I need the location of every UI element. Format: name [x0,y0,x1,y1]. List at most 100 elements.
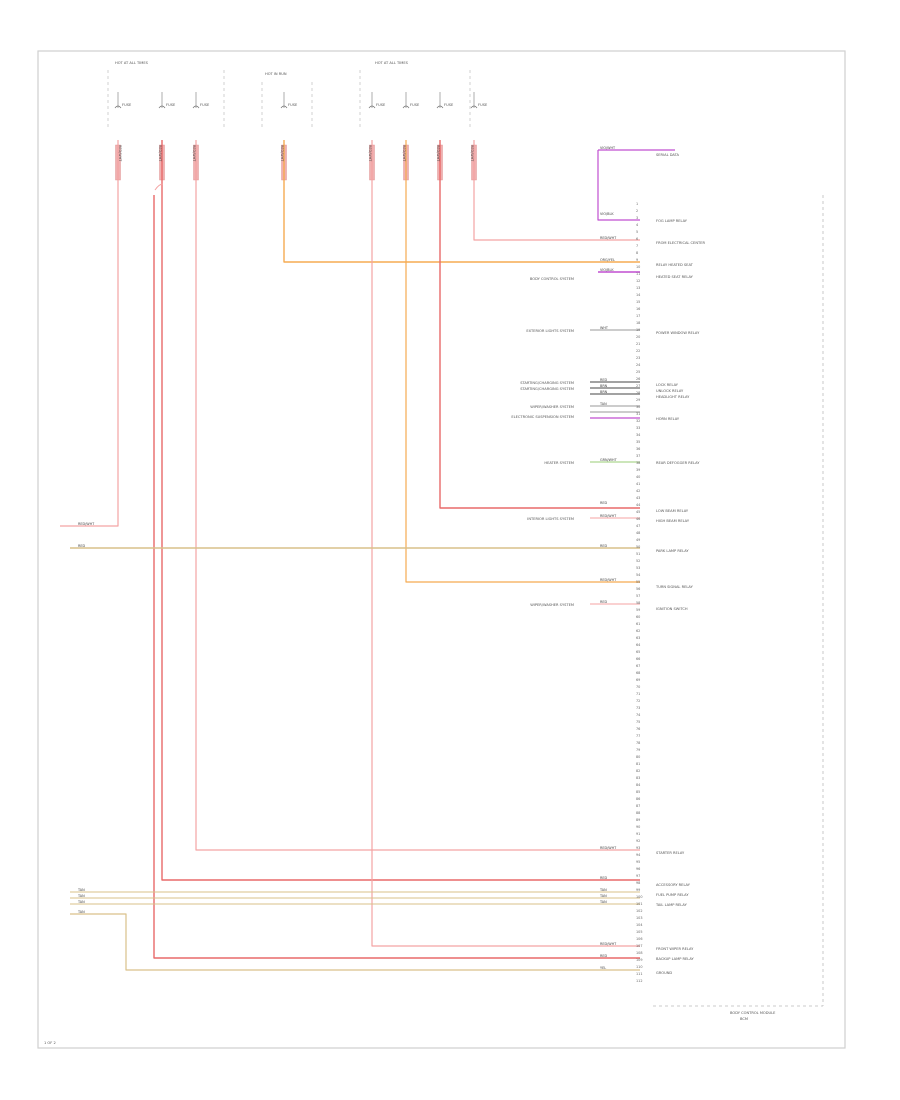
wire-color-tag-vertical: RED/WHT [470,145,474,162]
right-function-label: HEADLIGHT RELAY [656,395,690,399]
connector-pin: 73 [636,706,640,710]
connector-pin: 109 [636,958,642,962]
fuse-label: FUSE [200,103,210,107]
fuse-label: FUSE [478,103,488,107]
wire-color-tag-vertical: RED/WHT [402,145,406,162]
page-footer: 1 OF 2 [44,1041,56,1045]
wire-color-tag: TAN [599,888,607,892]
connector-pin: 48 [636,531,640,535]
connector-pin: 107 [636,944,642,948]
connector-pin: 78 [636,741,640,745]
fuse-label: FUSE [444,103,454,107]
connector-pin: 99 [636,888,640,892]
connector-pin: 59 [636,608,640,612]
right-function-label: FUEL PUMP RELAY [656,893,689,897]
connector-pin: 14 [636,293,640,297]
connector-pin: 3 [636,216,638,220]
connector-pin: 81 [636,762,640,766]
fuse-symbol [158,105,166,109]
wire-color-tag-vertical: RED/WHT [368,145,372,162]
fuse-symbol [280,105,288,109]
connector-pin: 64 [636,643,640,647]
connector-pin: 10 [636,265,640,269]
connector-pin: 100 [636,895,642,899]
connector-pin: 6 [636,237,638,241]
connector-pin: 33 [636,426,640,430]
wire-tan-4 [70,913,640,971]
connector-pin: 83 [636,776,640,780]
connector-pin: 19 [636,328,640,332]
fuse-label: FUSE [166,103,176,107]
connector-pin: 7 [636,244,638,248]
wire-color-tag: VIO/BLK [600,268,614,272]
wire-color-tag-vertical: RED/WHT [280,145,284,162]
connector-pin: 112 [636,979,642,983]
connector-pin: 92 [636,839,640,843]
connector-pin: 57 [636,594,640,598]
connector-pin: 27 [636,384,640,388]
connector-pin: 76 [636,727,640,731]
wire-color-tag-left: TAN [77,894,85,898]
connector-pin: 89 [636,818,640,822]
left-source-label: BODY CONTROL SYSTEM [530,277,574,281]
right-function-label: UNLOCK RELAY [656,389,684,393]
wire-color-tag-vertical: RED/WHT [436,145,440,162]
connector-pin: 43 [636,496,640,500]
connector-pin: 101 [636,902,642,906]
connector-pin: 20 [636,335,640,339]
wire-color-tag-left: TAN [77,900,85,904]
connector-pin: 2 [636,209,638,213]
wire-color-tag-left: TAN [77,910,85,914]
connector-pin: 15 [636,300,640,304]
connector-pin: 96 [636,867,640,871]
connector-pin: 82 [636,769,640,773]
fuse-group-3-label: HOT AT ALL TIMES [375,61,409,65]
connector-pin: 70 [636,685,640,689]
wire-color-tag: RED [600,954,607,958]
connector-pin: 45 [636,510,640,514]
right-function-label: LOW BEAM RELAY [656,509,689,513]
connector-pin: 75 [636,720,640,724]
connector-pin: 54 [636,573,640,577]
connector-pin: 72 [636,699,640,703]
wire-color-tag: RED/WHT [600,846,617,850]
connector-pin: 79 [636,748,640,752]
connector-pin: 80 [636,755,640,759]
fuse-label: FUSE [288,103,298,107]
wire-color-tag: YEL [600,966,606,970]
fuse-symbol [402,105,410,109]
wire-color-tag: BRN [600,384,608,388]
fuse-symbol [368,105,376,109]
connector-pin: 60 [636,615,640,619]
fuse-label: FUSE [122,103,132,107]
connector-pin: 58 [636,601,640,605]
wire-color-tag: RED [600,876,607,880]
wire-color-tag: BRN [600,390,608,394]
right-function-label: HORN RELAY [656,417,680,421]
connector-pin: 50 [636,545,640,549]
connector-pin: 85 [636,790,640,794]
right-function-label: FOG LAMP RELAY [656,219,688,223]
wire-serial-data [597,150,640,221]
wire-color-tag: RED/WHT [600,578,617,582]
connector-pin: 1 [636,202,638,206]
wire-color-tag: RED/WHT [600,942,617,946]
connector-pin: 39 [636,468,640,472]
left-source-label: INTERIOR LIGHTS SYSTEM [527,517,574,521]
right-function-label: PARK LAMP RELAY [656,549,689,553]
wire-fuse2b [153,195,640,959]
wire-fuse4 [283,140,640,263]
wire-color-tag: RED/WHT [600,236,617,240]
module-title: BODY CONTROL MODULE [730,1011,776,1015]
connector-pin: 93 [636,846,640,850]
wire-color-tag: WHT [600,326,609,330]
wire-fuse6 [405,140,640,583]
connector-pin: 12 [636,279,640,283]
left-source-label: STARTING/CHARGING SYSTEM [520,387,574,391]
connector-pin: 29 [636,398,640,402]
connector-pin: 49 [636,538,640,542]
connector-pin: 47 [636,524,640,528]
connector-pin: 74 [636,713,640,717]
wire-fuse3 [195,140,640,851]
connector-pin: 11 [636,272,640,276]
